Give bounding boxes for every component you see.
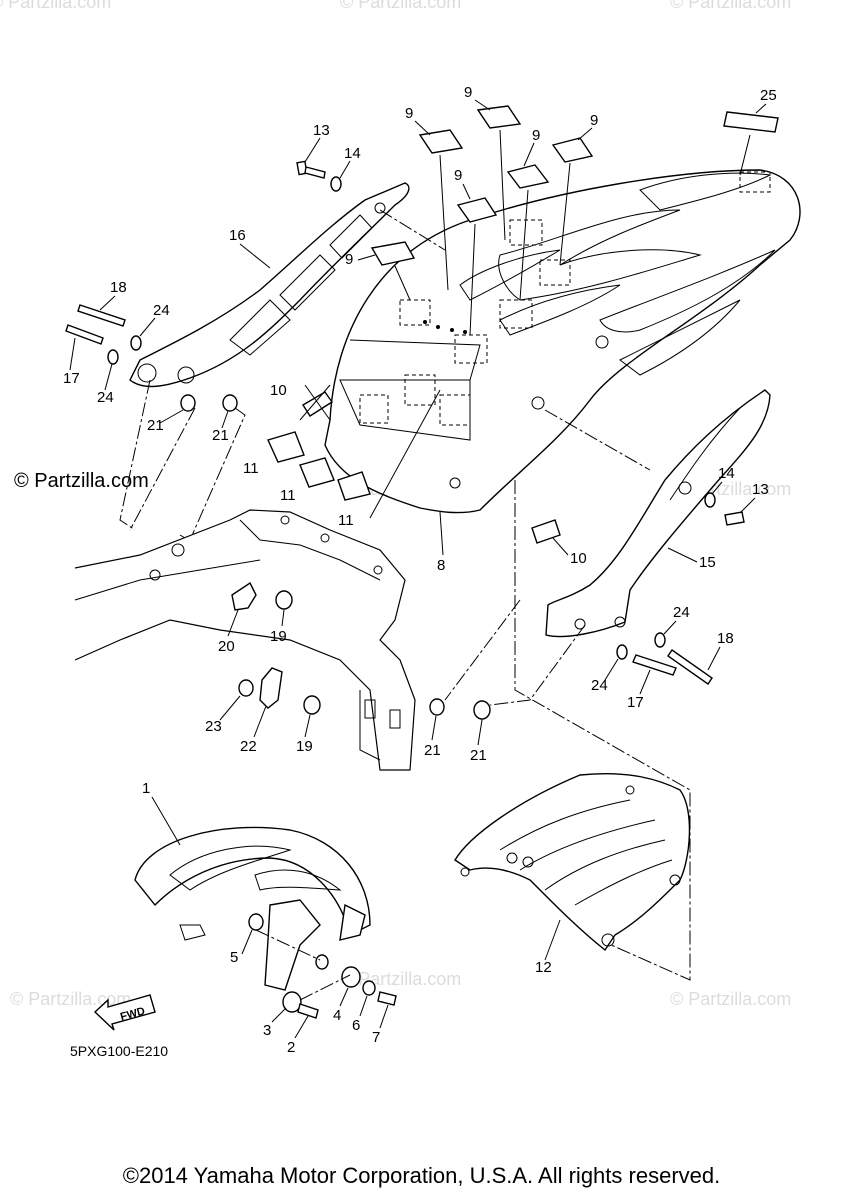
callout-17: 17 xyxy=(63,370,80,387)
callout-23: 23 xyxy=(205,718,222,735)
callout-11: 11 xyxy=(280,487,296,504)
partzilla-logo: © Partzilla.com xyxy=(14,470,149,492)
callout-16: 16 xyxy=(229,227,246,244)
callout-24: 24 xyxy=(153,302,170,319)
callout-2: 2 xyxy=(287,1039,295,1056)
callout-22: 22 xyxy=(240,738,257,755)
callout-5: 5 xyxy=(230,949,238,966)
callout-19: 19 xyxy=(270,628,287,645)
callout-19: 19 xyxy=(296,738,313,755)
callout-21: 21 xyxy=(470,747,487,764)
rear-flap[interactable] xyxy=(454,772,691,952)
right-fender-stay[interactable] xyxy=(545,389,771,638)
mount-hardware[interactable] xyxy=(231,581,491,720)
callout-11: 11 xyxy=(243,460,259,477)
callout-10: 10 xyxy=(270,382,287,399)
callout-9: 9 xyxy=(454,167,462,184)
callout-9: 9 xyxy=(464,84,472,101)
callout-9: 9 xyxy=(345,251,353,268)
watermark: © Partzilla.com xyxy=(340,0,461,12)
watermark: © Partzilla.com xyxy=(670,989,791,1009)
left-fender-stay[interactable] xyxy=(129,182,410,388)
callout-6: 6 xyxy=(352,1017,360,1034)
callout-15: 15 xyxy=(699,554,716,571)
callout-17: 17 xyxy=(627,694,644,711)
callout-9: 9 xyxy=(405,105,413,122)
callout-24: 24 xyxy=(97,389,114,406)
callout-18: 18 xyxy=(110,279,127,296)
callout-9: 9 xyxy=(532,127,540,144)
callout-12: 12 xyxy=(535,959,552,976)
callout-18: 18 xyxy=(717,630,734,647)
callout-24: 24 xyxy=(591,677,608,694)
lower-pads[interactable] xyxy=(267,389,441,519)
watermark: © Partzilla.com xyxy=(0,0,111,12)
callout-14: 14 xyxy=(718,465,735,482)
bolts-upper[interactable] xyxy=(65,160,745,685)
callout-13: 13 xyxy=(752,481,769,498)
callout-7: 7 xyxy=(372,1029,380,1046)
callout-11: 11 xyxy=(338,512,354,529)
callout-1: 1 xyxy=(142,780,150,797)
frame-section xyxy=(74,509,416,771)
callout-21: 21 xyxy=(212,427,229,444)
callouts: 25 9 9 9 9 9 9 13 14 16 18 24 17 24 21 2… xyxy=(63,84,777,1056)
callout-14: 14 xyxy=(344,145,361,162)
callout-9: 9 xyxy=(590,112,598,129)
callout-8: 8 xyxy=(437,557,445,574)
callout-21: 21 xyxy=(147,417,164,434)
watermark: © Partzilla.com xyxy=(10,989,131,1009)
forward-arrow: FWD xyxy=(93,994,156,1031)
watermark: © Partzilla.com xyxy=(670,0,791,12)
callout-3: 3 xyxy=(263,1022,271,1039)
drawing-code: 5PXG100-E210 xyxy=(70,1043,169,1059)
callout-21: 21 xyxy=(424,742,441,759)
callout-25: 25 xyxy=(760,87,777,104)
callout-10: 10 xyxy=(570,550,587,567)
pads[interactable] xyxy=(370,105,594,336)
callout-13: 13 xyxy=(313,122,330,139)
decal[interactable] xyxy=(723,111,779,176)
copyright-notice: ©2014 Yamaha Motor Corporation, U.S.A. A… xyxy=(122,1163,721,1188)
callout-20: 20 xyxy=(218,638,235,655)
callout-24: 24 xyxy=(673,604,690,621)
front-fender[interactable] xyxy=(134,826,371,991)
front-fender-hardware[interactable] xyxy=(248,913,397,1019)
callout-4: 4 xyxy=(333,1007,341,1024)
clips[interactable] xyxy=(299,384,561,544)
